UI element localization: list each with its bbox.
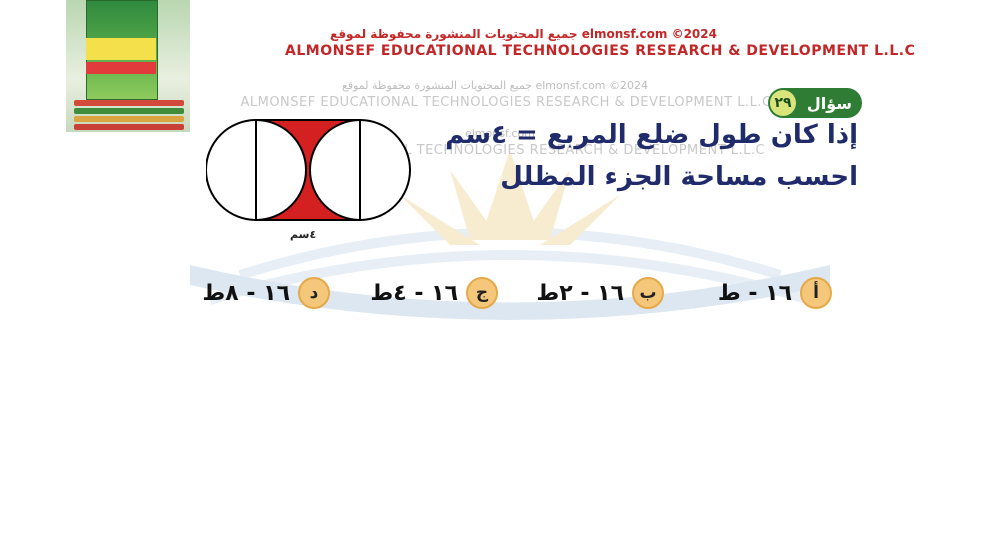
option-letter: أ — [800, 277, 832, 309]
option-letter: د — [298, 277, 330, 309]
faint-watermark-english: ALMONSEF EDUCATIONAL TECHNOLOGIES RESEAR… — [240, 95, 772, 110]
watermark-english: ALMONSEF EDUCATIONAL TECHNOLOGIES RESEAR… — [285, 43, 916, 59]
option-text: ١٦ - ط — [717, 280, 792, 306]
side-length-label: ٤سم — [290, 228, 317, 241]
geometry-figure — [206, 119, 411, 221]
faint-watermark-arabic-2: elmonsf.com — [464, 127, 536, 140]
faint-watermark-arabic: جميع المحتويات المنشورة محفوظة لموقع elm… — [341, 79, 649, 92]
faint-watermark-english-2: AL TECHNOLOGIES RESEARCH & DEVELOPMENT L… — [394, 143, 766, 158]
question-text-line-2: احسب مساحة الجزء المظلل — [500, 162, 858, 192]
book-cover-image — [66, 0, 190, 132]
option-letter: ب — [632, 277, 664, 309]
question-label: سؤال — [806, 93, 852, 113]
option-letter: ج — [466, 277, 498, 309]
option-text: ١٦ - ٢ط — [536, 280, 624, 306]
watermark-arabic: جميع المحتويات المنشورة محفوظة لموقع elm… — [330, 27, 717, 41]
option-c[interactable]: ج ١٦ - ٤ط — [370, 276, 498, 310]
option-b[interactable]: ب ١٦ - ٢ط — [536, 276, 664, 310]
background-logo — [190, 150, 830, 320]
option-text: ١٦ - ٤ط — [370, 280, 458, 306]
option-text: ١٦ - ٨ط — [202, 280, 290, 306]
option-a[interactable]: أ ١٦ - ط — [718, 276, 832, 310]
question-badge: سؤال ٢٩ — [768, 88, 862, 118]
question-number: ٢٩ — [770, 90, 796, 116]
option-d[interactable]: د ١٦ - ٨ط — [202, 276, 330, 310]
question-text-line-1: إذا كان طول ضلع المربع = ٤سم — [445, 120, 858, 150]
